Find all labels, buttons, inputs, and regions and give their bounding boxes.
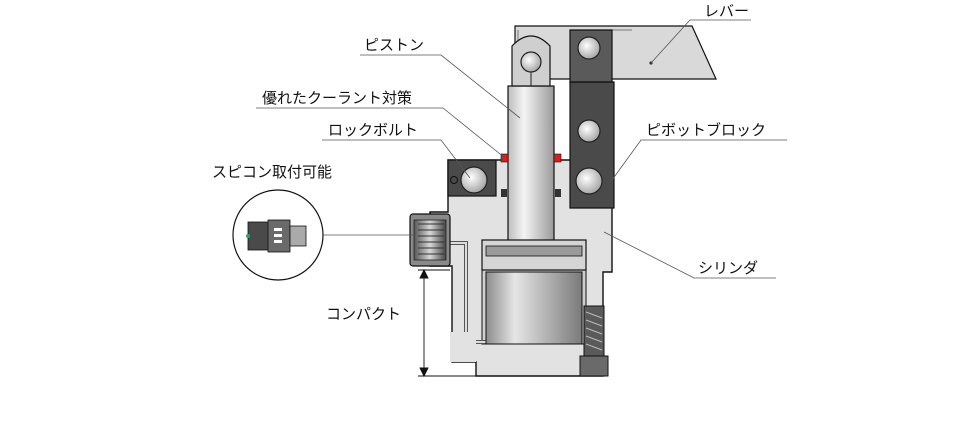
pivot-pin-bottom xyxy=(575,167,603,195)
leader-lines xyxy=(256,19,787,279)
label-cylinder: シリンダ xyxy=(698,259,758,277)
port-fitting xyxy=(409,213,451,267)
lock-bolt-head xyxy=(460,166,488,194)
pivot-pin-upper xyxy=(577,36,601,60)
label-pivot-block: ピボットブロック xyxy=(646,121,766,139)
seal-red-right xyxy=(553,153,562,163)
piston-clevis-pin xyxy=(520,51,542,73)
label-spicon: スピコン取付可能 xyxy=(212,163,332,181)
pivot-block xyxy=(569,29,615,209)
label-coolant: 優れたクーラント対策 xyxy=(262,89,412,107)
pivot-pin-lower xyxy=(577,119,601,143)
mounting-screw xyxy=(579,305,609,377)
compact-dimension xyxy=(418,268,476,378)
label-lever: レバー xyxy=(704,2,749,20)
piston xyxy=(481,35,587,345)
label-piston: ピストン xyxy=(364,36,424,54)
label-lock-bolt: ロックボルト xyxy=(328,121,418,139)
lock-bolt-block xyxy=(447,159,497,197)
spicon-inset xyxy=(232,189,324,281)
label-compact: コンパクト xyxy=(326,305,401,323)
